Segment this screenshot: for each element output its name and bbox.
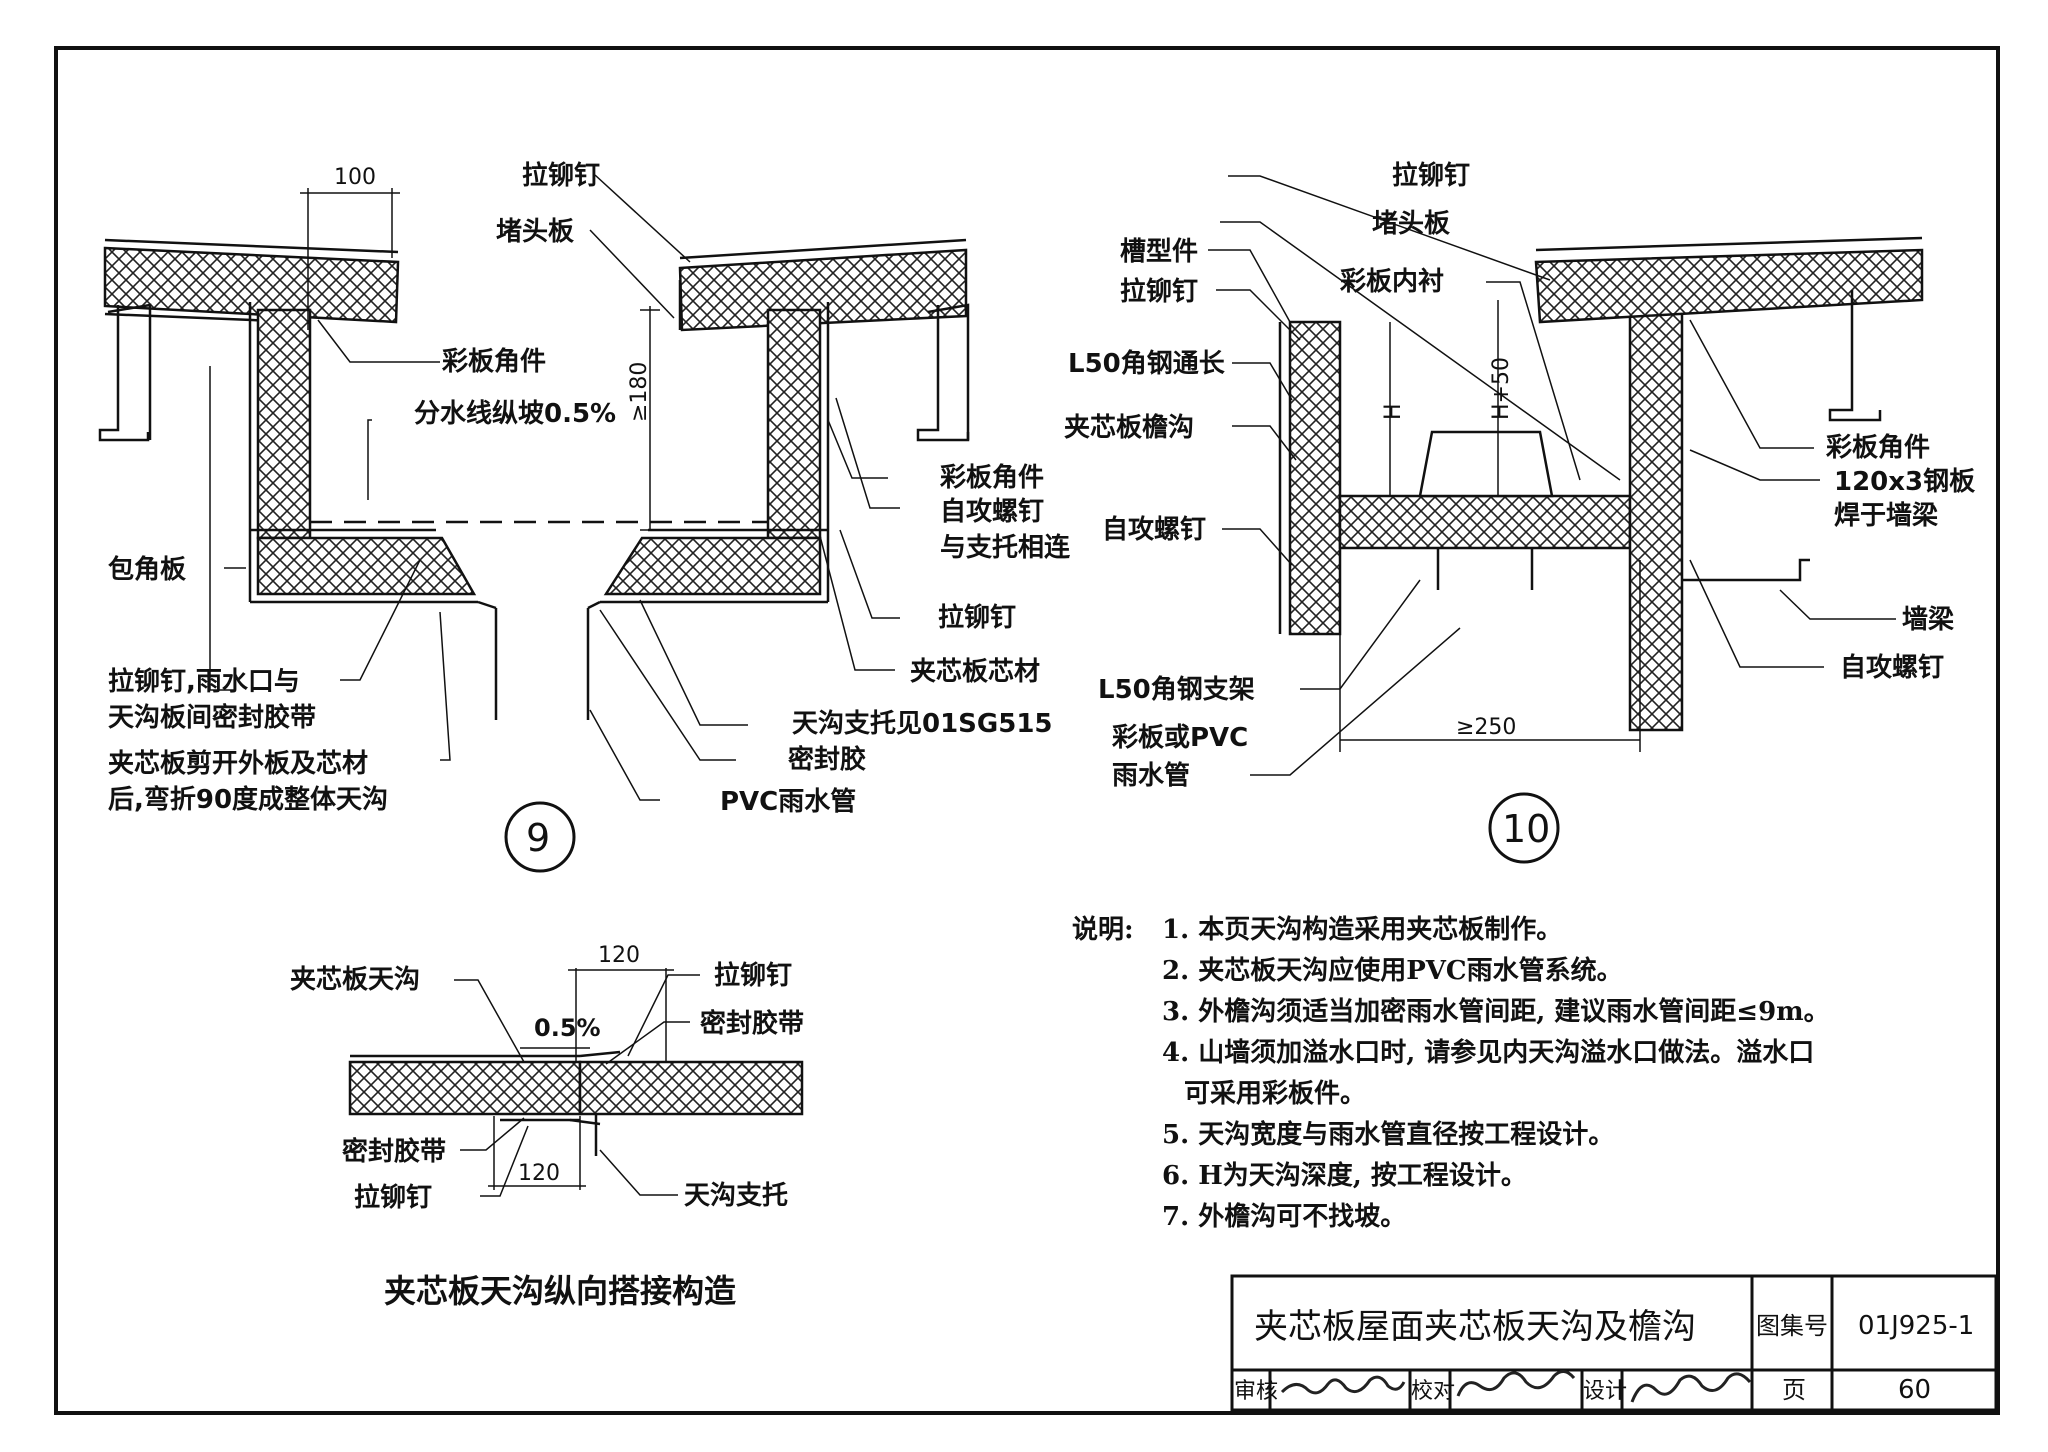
note-item: 7. 外檐沟可不找坡。 bbox=[1162, 1202, 1407, 1232]
note-item: 6. H为天沟深度, 按工程设计。 bbox=[1162, 1161, 1527, 1191]
label-fold-line1: 夹芯板剪开外板及芯材 bbox=[108, 748, 368, 779]
notes-list: 1. 本页天沟构造采用夹芯板制作。 2. 夹芯板天沟应使用PVC雨水管系统。 3… bbox=[1162, 910, 1982, 1238]
label-steel-plate-line2: 焊于墙梁 bbox=[1834, 501, 1938, 531]
signature-review bbox=[1280, 1375, 1406, 1395]
detail-number-9: 9 bbox=[526, 816, 550, 860]
label-fold-line2: 后,弯折90度成整体天沟 bbox=[108, 784, 388, 815]
note-item: 2. 夹芯板天沟应使用PVC雨水管系统。 bbox=[1162, 956, 1623, 986]
page-label: 页 bbox=[1782, 1376, 1806, 1404]
label-rivet-top-9: 拉铆钉 bbox=[522, 160, 600, 191]
note-item: 4. 山墙须加溢水口时, 请参见内天沟溢水口做法。溢水口 bbox=[1162, 1038, 1815, 1068]
lap-caption: 夹芯板天沟纵向搭接构造 bbox=[384, 1272, 736, 1310]
note-item: 5. 天沟宽度与雨水管直径按工程设计。 bbox=[1162, 1120, 1615, 1150]
label-sealant-9: 密封胶 bbox=[788, 744, 866, 775]
label-lap-support: 天沟支托 bbox=[684, 1181, 788, 1211]
review-label: 审核 bbox=[1234, 1379, 1278, 1404]
design-label: 设计 bbox=[1583, 1379, 1627, 1404]
label-angle-bracket: L50角钢支架 bbox=[1098, 674, 1255, 705]
note-item: 3. 外檐沟须适当加密雨水管间距, 建议雨水管间距≤9m。 bbox=[1162, 997, 1830, 1027]
page-number: 60 bbox=[1898, 1375, 1931, 1405]
label-outlet-line2: 天沟板间密封胶带 bbox=[108, 702, 316, 733]
detail-9-drawing bbox=[98, 174, 970, 873]
check-label: 校对 bbox=[1411, 1379, 1455, 1404]
dim-min-250: ≥250 bbox=[1456, 715, 1516, 740]
label-corner-left-9: 彩板角件 bbox=[441, 346, 546, 377]
dim-h-plus-50: H+50 bbox=[1489, 357, 1514, 420]
label-wrap-plate: 包角板 bbox=[108, 554, 186, 585]
label-outlet-line1: 拉铆钉,雨水口与 bbox=[108, 666, 300, 697]
label-lap-tape-top: 密封胶带 bbox=[700, 1008, 804, 1039]
signature-design bbox=[1630, 1372, 1752, 1403]
note-item: 1. 本页天沟构造采用夹芯板制作。 bbox=[1162, 915, 1563, 945]
dim-min-180: ≥180 bbox=[627, 362, 652, 422]
label-lap-rivet-bottom: 拉铆钉 bbox=[354, 1182, 432, 1213]
dim-lap-top: 120 bbox=[598, 943, 640, 968]
detail-10-drawing bbox=[1208, 175, 1924, 864]
atlas-label: 图集号 bbox=[1756, 1312, 1828, 1340]
label-lap-rivet-top: 拉铆钉 bbox=[714, 960, 792, 991]
label-wall-beam: 墙梁 bbox=[1902, 605, 1954, 635]
sheet-border bbox=[54, 46, 2000, 1415]
label-pipe-line1: 彩板或PVC bbox=[1111, 723, 1248, 753]
label-corner-right-9: 彩板角件 bbox=[939, 462, 1044, 493]
dim-lap-bottom: 120 bbox=[518, 1161, 560, 1186]
label-screw-right-10: 自攻螺钉 bbox=[1840, 652, 1944, 683]
detail-number-10: 10 bbox=[1502, 807, 1550, 851]
label-rivet-top-10: 拉铆钉 bbox=[1392, 160, 1470, 191]
label-lap-slope: 0.5% bbox=[534, 1014, 601, 1042]
label-rivet-left-10: 拉铆钉 bbox=[1120, 276, 1198, 307]
note-item: 可采用彩板件。 bbox=[1184, 1079, 1367, 1109]
title-block-lines bbox=[1230, 1274, 1998, 1412]
label-screw-9-line2: 与支托相连 bbox=[940, 533, 1071, 563]
label-core: 夹芯板芯材 bbox=[910, 657, 1040, 687]
label-screw-9-line1: 自攻螺钉 bbox=[940, 496, 1044, 527]
label-eaves-gutter: 夹芯板檐沟 bbox=[1064, 412, 1194, 443]
label-support-9: 天沟支托见01SG515 bbox=[792, 709, 1053, 739]
label-slope: 分水线纵坡0.5% bbox=[414, 399, 616, 429]
label-end-plate-9: 堵头板 bbox=[496, 217, 574, 247]
dim-h: H bbox=[1381, 403, 1406, 420]
label-liner: 彩板内衬 bbox=[1339, 267, 1444, 297]
sheet-title: 夹芯板屋面夹芯板天沟及檐沟 bbox=[1254, 1307, 1696, 1347]
label-corner-10: 彩板角件 bbox=[1825, 432, 1930, 463]
label-pvc-pipe-9: PVC雨水管 bbox=[720, 787, 856, 817]
label-pipe-line2: 雨水管 bbox=[1112, 761, 1190, 791]
label-steel-plate-line1: 120x3钢板 bbox=[1834, 467, 1975, 497]
label-angle-long: L50角钢通长 bbox=[1068, 348, 1226, 379]
atlas-number: 01J925-1 bbox=[1858, 1311, 1974, 1341]
label-screw-left-10: 自攻螺钉 bbox=[1102, 514, 1206, 545]
signature-check bbox=[1456, 1370, 1576, 1397]
lap-detail-drawing bbox=[348, 968, 804, 1197]
label-end-plate-10: 堵头板 bbox=[1372, 209, 1450, 239]
label-lap-gutter: 夹芯板天沟 bbox=[290, 965, 420, 995]
label-channel: 槽型件 bbox=[1120, 237, 1198, 267]
label-rivet-right-9: 拉铆钉 bbox=[938, 602, 1016, 633]
dim-100: 100 bbox=[334, 165, 376, 190]
label-lap-tape-bottom: 密封胶带 bbox=[342, 1136, 446, 1167]
notes-heading: 说明: bbox=[1072, 915, 1134, 945]
